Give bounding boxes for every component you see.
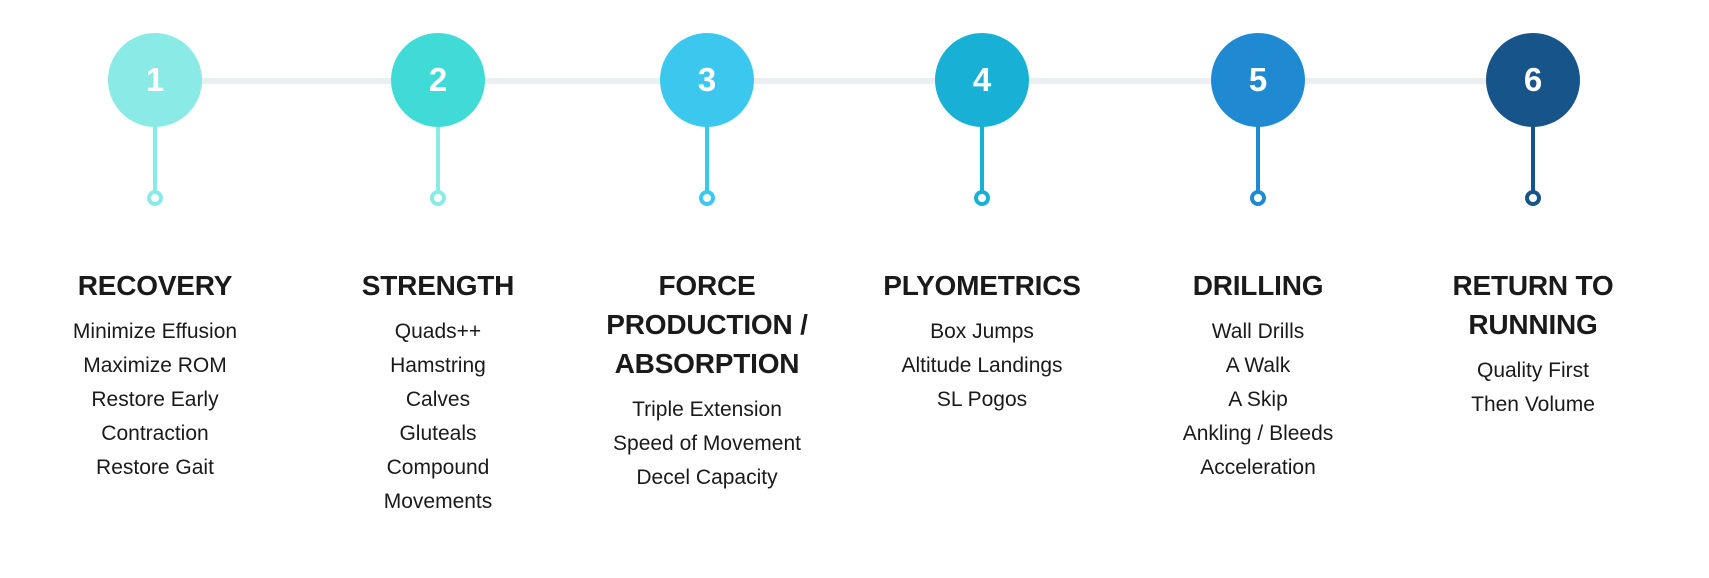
step-text-block: FORCE PRODUCTION / ABSORPTION Triple Ext… xyxy=(572,266,842,495)
list-item: Ankling / Bleeds xyxy=(1182,422,1334,445)
timeline-step-plyometrics: 4 PLYOMETRICS Box Jumps Altitude Landing… xyxy=(847,0,1117,578)
step-text-block: DRILLING Wall Drills A Walk A Skip Ankli… xyxy=(1123,266,1393,485)
step-stem-line xyxy=(436,120,440,192)
list-item: Decel Capacity xyxy=(636,466,778,489)
step-ring-marker-icon xyxy=(974,190,990,206)
step-heading: DRILLING xyxy=(1123,266,1393,305)
list-item: Quality First xyxy=(1476,359,1589,382)
step-ring-marker-icon xyxy=(699,190,715,206)
timeline-connector-line xyxy=(155,78,1533,84)
step-stem-line xyxy=(1256,120,1260,192)
step-text-block: RETURN TO RUNNING Quality First Then Vol… xyxy=(1398,266,1668,422)
step-text-block: RECOVERY Minimize Effusion Maximize ROM … xyxy=(20,266,290,485)
step-text-block: STRENGTH Quads++ Hamstring Calves Glutea… xyxy=(303,266,573,519)
list-item: Movements xyxy=(383,490,493,513)
step-heading: STRENGTH xyxy=(303,266,573,305)
timeline-step-force-production: 3 FORCE PRODUCTION / ABSORPTION Triple E… xyxy=(572,0,842,578)
step-heading-line: PLYOMETRICS xyxy=(883,270,1081,301)
step-ring-marker-icon xyxy=(1250,190,1266,206)
list-item: Contraction xyxy=(101,422,209,445)
list-item: Compound xyxy=(386,456,490,479)
timeline-step-strength: 2 STRENGTH Quads++ Hamstring Calves Glut… xyxy=(303,0,573,578)
timeline-step-return-to-running: 6 RETURN TO RUNNING Quality First Then V… xyxy=(1398,0,1668,578)
step-number-circle: 5 xyxy=(1211,33,1305,127)
step-item-list: Triple Extension Speed of Movement Decel… xyxy=(572,393,842,495)
step-stem-line xyxy=(705,120,709,192)
step-heading-line: FORCE xyxy=(658,270,756,301)
list-item: Wall Drills xyxy=(1211,320,1305,343)
list-item: Minimize Effusion xyxy=(72,320,238,343)
step-item-list: Quads++ Hamstring Calves Gluteals Compou… xyxy=(303,315,573,519)
step-stem-line xyxy=(980,120,984,192)
step-number-circle: 1 xyxy=(108,33,202,127)
list-item: Quads++ xyxy=(394,320,482,343)
step-ring-marker-icon xyxy=(430,190,446,206)
step-number-circle: 3 xyxy=(660,33,754,127)
step-heading-line: ABSORPTION xyxy=(614,348,800,379)
timeline-step-recovery: 1 RECOVERY Minimize Effusion Maximize RO… xyxy=(20,0,290,578)
step-heading-line: RETURN TO xyxy=(1452,270,1614,301)
step-stem-line xyxy=(1531,120,1535,192)
step-stem-line xyxy=(153,120,157,192)
step-heading: PLYOMETRICS xyxy=(847,266,1117,305)
list-item: Calves xyxy=(405,388,471,411)
step-item-list: Wall Drills A Walk A Skip Ankling / Blee… xyxy=(1123,315,1393,485)
list-item: Hamstring xyxy=(390,354,486,377)
list-item: Acceleration xyxy=(1200,456,1316,479)
list-item: Then Volume xyxy=(1471,393,1595,416)
timeline-step-drilling: 5 DRILLING Wall Drills A Walk A Skip Ank… xyxy=(1123,0,1393,578)
step-number-circle: 6 xyxy=(1486,33,1580,127)
step-heading-line: STRENGTH xyxy=(361,270,515,301)
step-item-list: Minimize Effusion Maximize ROM Restore E… xyxy=(20,315,290,485)
list-item: SL Pogos xyxy=(936,388,1028,411)
step-heading-line: DRILLING xyxy=(1192,270,1324,301)
step-heading: RETURN TO RUNNING xyxy=(1398,266,1668,344)
step-heading-line: RUNNING xyxy=(1468,309,1598,340)
step-number-circle: 2 xyxy=(391,33,485,127)
list-item: Gluteals xyxy=(399,422,477,445)
list-item: Restore Early xyxy=(91,388,219,411)
list-item: Maximize ROM xyxy=(83,354,227,377)
list-item: Restore Gait xyxy=(96,456,214,479)
step-ring-marker-icon xyxy=(1525,190,1541,206)
step-text-block: PLYOMETRICS Box Jumps Altitude Landings … xyxy=(847,266,1117,417)
list-item: Triple Extension xyxy=(632,398,782,421)
list-item: A Walk xyxy=(1225,354,1291,377)
step-number-circle: 4 xyxy=(935,33,1029,127)
step-item-list: Box Jumps Altitude Landings SL Pogos xyxy=(847,315,1117,417)
list-item: A Skip xyxy=(1228,388,1288,411)
step-item-list: Quality First Then Volume xyxy=(1398,354,1668,422)
list-item: Box Jumps xyxy=(930,320,1034,343)
step-heading-line: RECOVERY xyxy=(77,270,233,301)
list-item: Altitude Landings xyxy=(901,354,1063,377)
list-item: Speed of Movement xyxy=(613,432,801,455)
step-ring-marker-icon xyxy=(147,190,163,206)
step-heading: RECOVERY xyxy=(20,266,290,305)
step-heading: FORCE PRODUCTION / ABSORPTION xyxy=(572,266,842,383)
step-heading-line: PRODUCTION / xyxy=(606,309,808,340)
